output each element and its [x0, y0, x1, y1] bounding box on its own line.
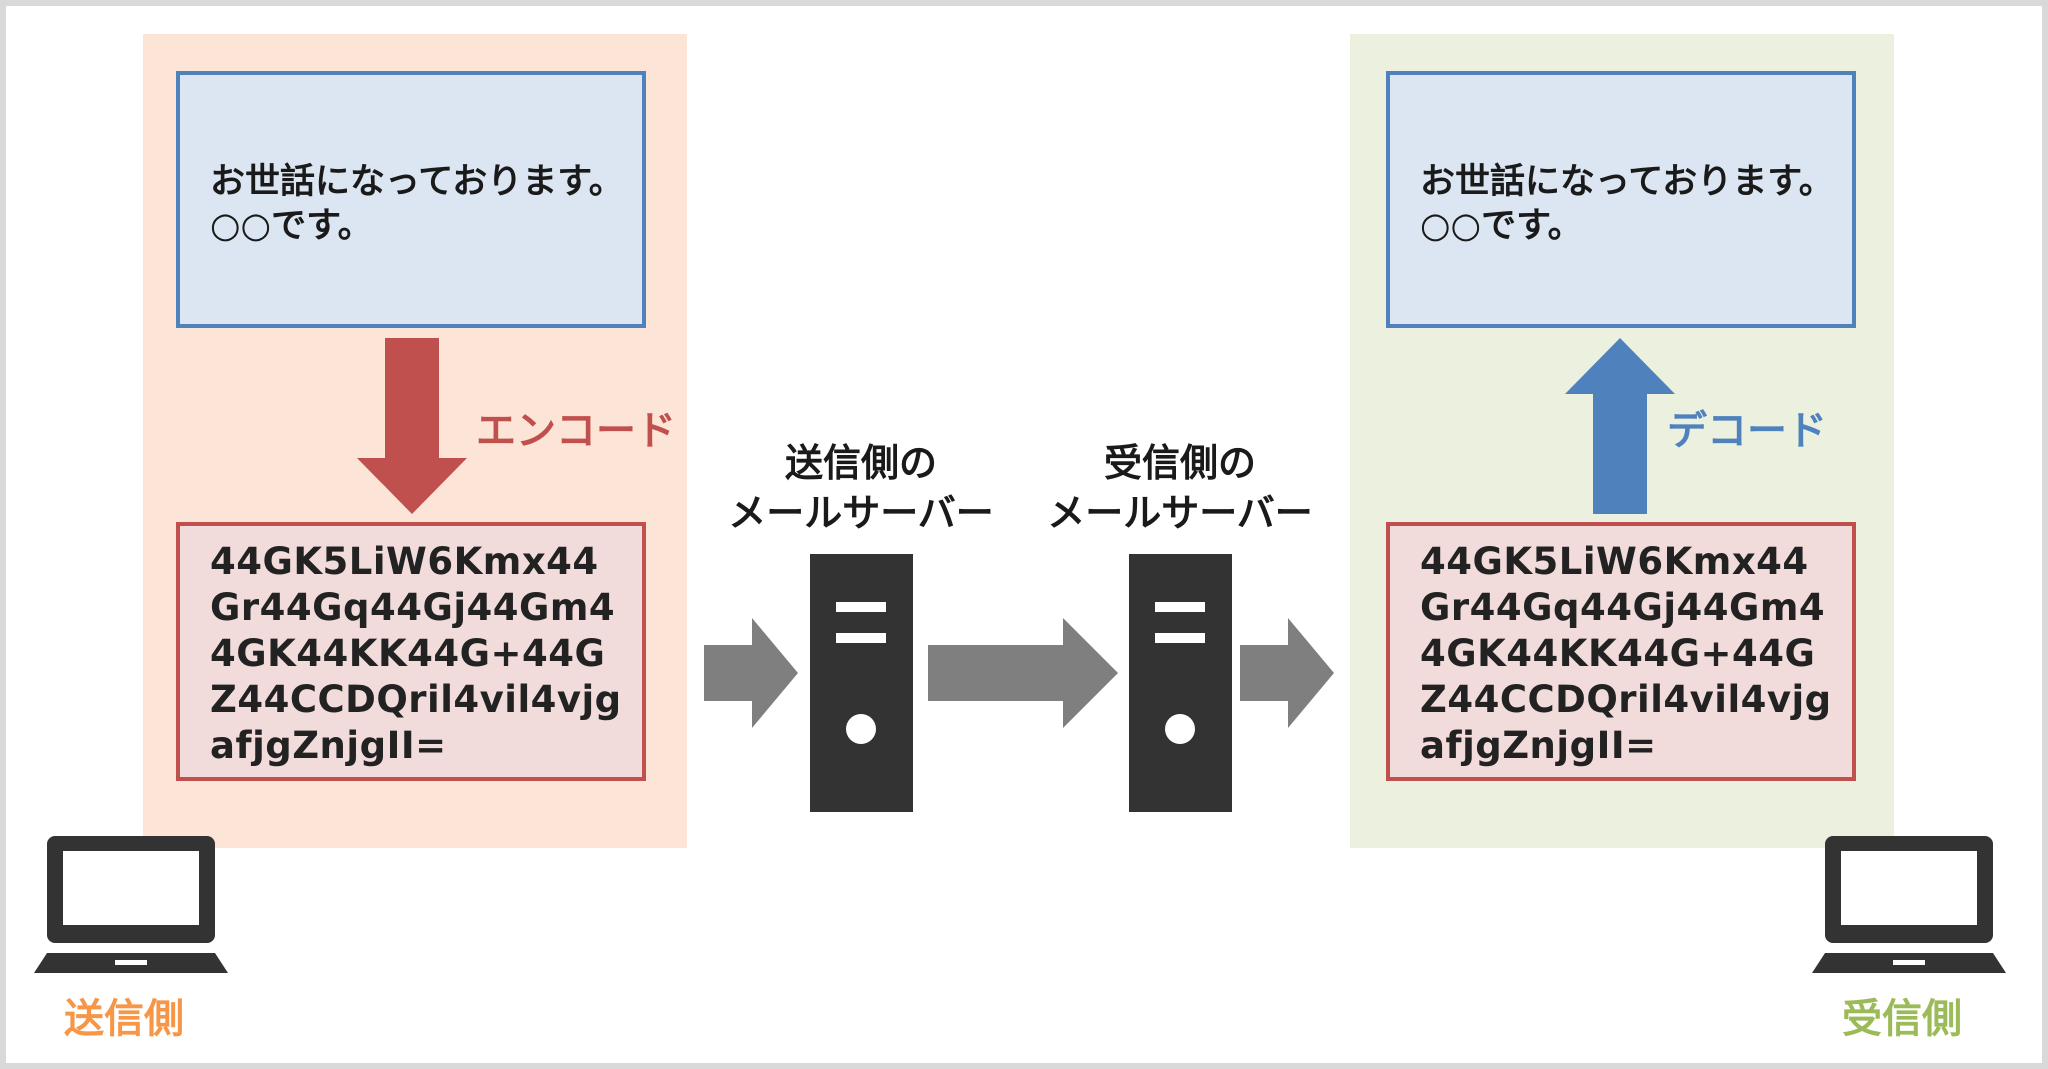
server-label-line: メールサーバー [1047, 491, 1313, 535]
flow-arrow-to-sender-server [704, 618, 798, 728]
server-icon [810, 554, 913, 812]
encoded-line: 44GK5LiW6Kmx44 [210, 540, 599, 583]
decode-label: デコード [1667, 408, 1827, 454]
encoded-line: 4GK44KK44G+44G [1420, 632, 1816, 675]
encoded-line: Gr44Gq44Gj44Gm4 [1420, 586, 1826, 629]
flow-arrow-between-servers [928, 618, 1118, 728]
sender-encoded-box: 44GK5LiW6Kmx44 Gr44Gq44Gj44Gm4 4GK44KK44… [176, 522, 646, 781]
plaintext-line: ○○です。 [210, 206, 373, 246]
receiver-plaintext-box: お世話になっております。 ○○です。 [1386, 71, 1856, 328]
server-label-line: 送信側の [784, 441, 937, 485]
encoded-line: Z44CCDQril4vil4vjg [1420, 678, 1832, 721]
encoded-line: afjgZnjgII= [1420, 724, 1657, 767]
receiver-server-label: 受信側の メールサーバー [1040, 438, 1320, 538]
plaintext-line: お世話になっております。 [1420, 162, 1834, 202]
server-label-line: メールサーバー [728, 491, 994, 535]
server-label-line: 受信側の [1103, 441, 1256, 485]
receiver-label: 受信側 [1842, 996, 1962, 1042]
sender-plaintext-box: お世話になっております。 ○○です。 [176, 71, 646, 328]
laptop-icon [1812, 836, 2006, 973]
plaintext-line: ○○です。 [1420, 206, 1583, 246]
receiver-encoded-box: 44GK5LiW6Kmx44 Gr44Gq44Gj44Gm4 4GK44KK44… [1386, 522, 1856, 781]
encode-label: エンコード [476, 408, 676, 454]
sender-label: 送信側 [64, 996, 184, 1042]
encoded-line: afjgZnjgII= [210, 724, 447, 767]
flow-arrow-to-receiver [1240, 618, 1334, 728]
laptop-icon [34, 836, 228, 973]
encoded-line: 44GK5LiW6Kmx44 [1420, 540, 1809, 583]
sender-server-label: 送信側の メールサーバー [721, 438, 1001, 538]
decode-arrow [1565, 338, 1675, 514]
encoded-line: Z44CCDQril4vil4vjg [210, 678, 622, 721]
server-icon [1129, 554, 1232, 812]
plaintext-line: お世話になっております。 [210, 162, 624, 202]
encode-arrow [357, 338, 467, 514]
encoded-line: Gr44Gq44Gj44Gm4 [210, 586, 616, 629]
encoded-line: 4GK44KK44G+44G [210, 632, 606, 675]
